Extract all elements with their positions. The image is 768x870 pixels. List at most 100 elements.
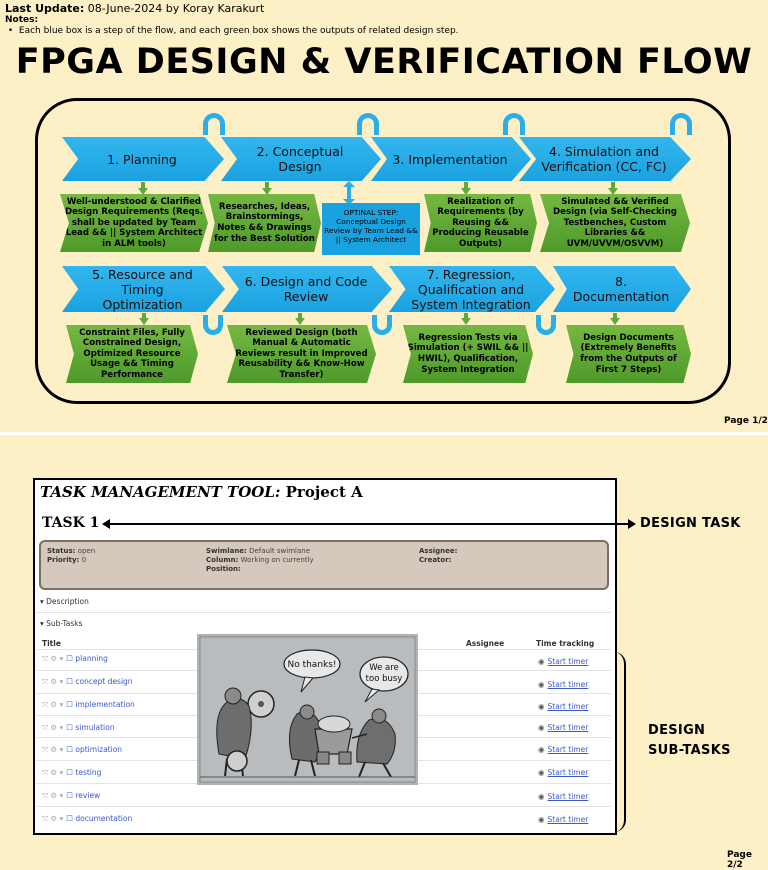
start-timer-label[interactable]: Start timer: [547, 792, 589, 801]
row-controls-icon[interactable]: ⤧ ⚙ ▾: [42, 654, 64, 663]
subtask-title[interactable]: documentation: [75, 814, 133, 823]
subtask-title[interactable]: optimization: [75, 745, 123, 754]
status-value: open: [77, 547, 96, 555]
down-arrow-icon: [139, 318, 149, 325]
row-controls-icon[interactable]: ⤧ ⚙ ▾: [42, 745, 64, 754]
priority-value: 0: [81, 556, 87, 564]
down-arrow-icon: [611, 182, 615, 188]
down-arrow-icon: [461, 188, 471, 195]
description-toggle[interactable]: ▾ Description: [40, 597, 89, 606]
tool-project: Project A: [285, 483, 363, 501]
checkbox-icon[interactable]: ☐: [66, 791, 73, 800]
loop-arrow-icon: [357, 113, 379, 135]
subtask-row[interactable]: ⤧ ⚙ ▾☐ optimization: [42, 745, 122, 755]
arrow-left-icon: [102, 519, 110, 529]
creator-label: Creator:: [419, 556, 452, 564]
start-timer-link[interactable]: ◉Start timer: [538, 745, 588, 754]
step-3-implementation: 3. Implementation: [371, 137, 531, 181]
divider: [36, 612, 611, 613]
start-timer-link[interactable]: ◉Start timer: [538, 702, 588, 711]
note-item: Each blue box is a step of the flow, and…: [18, 26, 459, 36]
start-timer-label[interactable]: Start timer: [547, 657, 589, 666]
checkbox-icon[interactable]: ☐: [66, 768, 73, 777]
connector-arrow: [108, 523, 630, 525]
diagram-title: FPGA DESIGN & VERIFICATION FLOW: [15, 42, 753, 82]
subtask-title[interactable]: concept design: [75, 677, 133, 686]
start-timer-label[interactable]: Start timer: [547, 723, 589, 732]
row-controls-icon[interactable]: ⤧ ⚙ ▾: [42, 791, 64, 800]
start-timer-link[interactable]: ◉Start timer: [538, 723, 588, 732]
subtask-row[interactable]: ⤧ ⚙ ▾☐ planning: [42, 654, 108, 664]
output-4: Simulated && Verified Design (via Self-C…: [540, 194, 690, 252]
row-controls-icon[interactable]: ⤧ ⚙ ▾: [42, 768, 64, 777]
divider: [36, 806, 611, 807]
start-timer-link[interactable]: ◉Start timer: [538, 792, 588, 801]
down-arrow-icon: [610, 318, 620, 325]
start-timer-link[interactable]: ◉Start timer: [538, 657, 588, 666]
output-3: Realization of Requirements (by Reusing …: [424, 194, 537, 252]
task-info-box: Status: open Priority: 0 Swimlane: Defau…: [39, 540, 609, 590]
timer-icon: ◉: [538, 723, 545, 732]
last-update-value: 08-June-2024 by Koray Karakurt: [87, 2, 265, 15]
start-timer-label[interactable]: Start timer: [547, 680, 589, 689]
step-7-regression: 7. Regression, Qualification and System …: [389, 266, 555, 312]
optional-step-box: OPTINAL STEP: Conceptual Design Review b…: [322, 203, 420, 255]
subtask-row[interactable]: ⤧ ⚙ ▾☐ documentation: [42, 814, 132, 824]
task-title[interactable]: TASK 1: [42, 515, 100, 531]
subtask-row[interactable]: ⤧ ⚙ ▾☐ review: [42, 791, 100, 801]
assignee-label: Assignee:: [419, 547, 458, 555]
svg-text:We are: We are: [369, 663, 399, 673]
subtask-row[interactable]: ⤧ ⚙ ▾☐ concept design: [42, 677, 133, 687]
bubble-1-text: No thanks!: [287, 660, 336, 670]
checkbox-icon[interactable]: ☐: [66, 677, 73, 686]
output-8: Design Documents (Extremely Benefits fro…: [566, 325, 691, 383]
tool-title-italic: TASK MANAGEMENT TOOL:: [40, 483, 281, 501]
step-1-planning: 1. Planning: [62, 137, 224, 181]
start-timer-link[interactable]: ◉Start timer: [538, 768, 588, 777]
loop-arrow-icon: [503, 113, 525, 135]
arrow-right-icon: [628, 519, 636, 529]
start-timer-link[interactable]: ◉Start timer: [538, 680, 588, 689]
timer-icon: ◉: [538, 702, 545, 711]
page-number-2: Page 2/2: [727, 850, 752, 870]
swimlane-label: Swimlane:: [206, 547, 247, 555]
subtask-title[interactable]: testing: [75, 768, 102, 777]
start-timer-label[interactable]: Start timer: [547, 768, 589, 777]
swimlane-value: Default swimlane: [249, 547, 311, 555]
start-timer-label[interactable]: Start timer: [547, 815, 589, 824]
column-label: Column:: [206, 556, 239, 564]
row-controls-icon[interactable]: ⤧ ⚙ ▾: [42, 677, 64, 686]
start-timer-label[interactable]: Start timer: [547, 702, 589, 711]
col-assignee: Assignee: [466, 639, 505, 648]
subtask-row[interactable]: ⤧ ⚙ ▾☐ testing: [42, 768, 101, 778]
down-arrow-icon: [464, 313, 468, 318]
subtasks-toggle[interactable]: ▾ Sub-Tasks: [40, 619, 83, 628]
last-update-label: Last Update:: [5, 2, 85, 15]
down-arrow-icon: [141, 182, 145, 188]
checkbox-icon[interactable]: ☐: [66, 654, 73, 663]
start-timer-label[interactable]: Start timer: [547, 745, 589, 754]
subtask-title[interactable]: review: [75, 791, 101, 800]
checkbox-icon[interactable]: ☐: [66, 723, 73, 732]
checkbox-icon[interactable]: ☐: [66, 745, 73, 754]
subtask-row[interactable]: ⤧ ⚙ ▾☐ implementation: [42, 700, 135, 710]
timer-icon: ◉: [538, 815, 545, 824]
checkbox-icon[interactable]: ☐: [66, 700, 73, 709]
row-controls-icon[interactable]: ⤧ ⚙ ▾: [42, 700, 64, 709]
checkbox-icon[interactable]: ☐: [66, 814, 73, 823]
output-1: Well-understood & Clarified Design Requi…: [60, 194, 208, 252]
subtask-title[interactable]: planning: [75, 654, 108, 663]
subtask-title[interactable]: implementation: [75, 700, 135, 709]
down-arrow-icon: [464, 182, 468, 188]
start-timer-link[interactable]: ◉Start timer: [538, 815, 588, 824]
down-arrow-icon: [343, 199, 355, 205]
timer-icon: ◉: [538, 657, 545, 666]
down-arrow-icon: [265, 182, 269, 188]
output-7: Regression Tests via Simulation (+ SWIL …: [403, 325, 533, 383]
subtask-row[interactable]: ⤧ ⚙ ▾☐ simulation: [42, 723, 115, 733]
row-controls-icon[interactable]: ⤧ ⚙ ▾: [42, 723, 64, 732]
step-8-documentation: 8. Documentation: [553, 266, 691, 312]
timer-icon: ◉: [538, 745, 545, 754]
row-controls-icon[interactable]: ⤧ ⚙ ▾: [42, 814, 64, 823]
subtask-title[interactable]: simulation: [75, 723, 115, 732]
